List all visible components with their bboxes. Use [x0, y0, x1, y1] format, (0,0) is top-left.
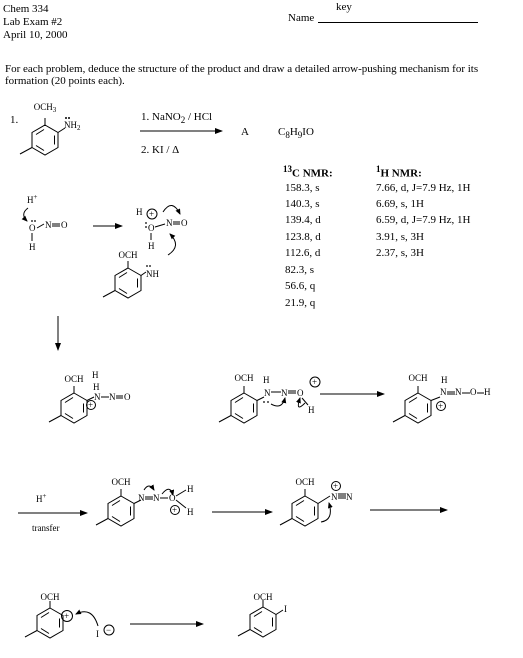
nh2-label: NH2	[64, 120, 81, 132]
diazenol-structure	[392, 385, 441, 424]
svg-text:OCH: OCH	[118, 250, 138, 260]
h1-peak: 7.66, d, J=7.9 Hz, 1H	[376, 182, 471, 194]
svg-text:H: H	[187, 507, 194, 517]
svg-text:N: N	[153, 493, 160, 503]
protonated-diazene-structure	[95, 488, 142, 527]
svg-text:OCH: OCH	[64, 374, 84, 384]
curved-electron-arrow	[162, 205, 181, 215]
reagent-step-1: 1. NaNO2 / HCl	[141, 111, 213, 126]
svg-text:−: −	[106, 625, 111, 635]
course-title: Chem 334	[3, 3, 49, 15]
svg-text:+: +	[64, 611, 69, 621]
svg-text:N: N	[440, 387, 447, 397]
c13-peak: 140.3, s	[285, 198, 320, 210]
curved-electron-arrow	[75, 609, 99, 627]
c13-peak: 158.3, s	[285, 182, 320, 194]
starting-aniline-structure	[19, 117, 66, 156]
nitrosamine-structure-1	[218, 385, 265, 424]
proton-label: H+	[27, 193, 38, 205]
h1-peak: 6.69, s, 1H	[376, 198, 424, 210]
iodoanisole-product-structure	[237, 599, 284, 638]
hono-o: O	[29, 223, 36, 233]
svg-text:N: N	[455, 387, 462, 397]
c13-peak: 21.9, q	[285, 297, 316, 309]
svg-text:O: O	[470, 387, 477, 397]
diazonium-structure	[279, 488, 331, 527]
hono-n: N	[45, 220, 52, 230]
molecular-formula: C8H9IO	[278, 126, 314, 141]
c13-peak: 56.6, q	[285, 280, 316, 292]
iodide-label: I	[96, 629, 99, 639]
svg-text:N: N	[346, 492, 353, 502]
problem-number: 1.	[10, 114, 19, 126]
c13-peak: 82.3, s	[285, 264, 315, 276]
aryl-cation-structure	[24, 600, 64, 639]
svg-text:H: H	[187, 484, 194, 494]
curved-electron-arrow	[167, 233, 176, 256]
svg-text:H: H	[92, 370, 99, 380]
svg-text:OCH: OCH	[111, 477, 131, 487]
svg-text:O: O	[124, 392, 131, 402]
svg-text:H: H	[441, 375, 448, 385]
svg-text:+: +	[438, 401, 443, 411]
svg-text:N: N	[331, 492, 338, 502]
svg-text:O: O	[181, 218, 188, 228]
h-label: H	[136, 207, 143, 217]
key-label: key	[336, 1, 352, 13]
proton-transfer-label: H+	[36, 492, 47, 504]
svg-text:OCH: OCH	[40, 592, 60, 602]
svg-text:H: H	[148, 241, 155, 251]
c13-peak: 112.6, d	[285, 247, 321, 259]
instructions-text: For each problem, deduce the structure o…	[5, 63, 479, 87]
h1-peak: 6.59, d, J=7.9 Hz, 1H	[376, 214, 471, 226]
positive-charge-circle	[61, 610, 73, 622]
hono-h: H	[29, 242, 36, 252]
svg-text:O: O	[169, 493, 176, 503]
h1-nmr-title: 1H NMR:	[376, 164, 422, 180]
reagent-step-2: 2. KI / Δ	[141, 144, 180, 156]
svg-text:N: N	[138, 493, 145, 503]
svg-text:N: N	[109, 392, 116, 402]
svg-text:N: N	[94, 392, 101, 402]
transfer-label: transfer	[32, 523, 59, 533]
h1-peak: 3.91, s, 3H	[376, 231, 424, 243]
svg-text:+: +	[312, 377, 317, 387]
h1-peak: 2.37, s, 3H	[376, 247, 424, 259]
svg-text:NH: NH	[146, 269, 159, 279]
iodo-label: I	[284, 604, 287, 614]
hono-o2: O	[61, 220, 68, 230]
svg-text:OCH: OCH	[408, 373, 428, 383]
exam-title: Lab Exam #2	[3, 16, 63, 28]
svg-text:N: N	[166, 218, 173, 228]
svg-text:+: +	[333, 481, 338, 491]
svg-text:N: N	[264, 388, 271, 398]
curved-electron-arrow	[21, 207, 29, 222]
c13-peak: 139.4, d	[285, 214, 321, 226]
svg-text:H: H	[484, 387, 491, 397]
aniline-nucleophile-structure	[102, 260, 147, 299]
exam-date: April 10, 2000	[3, 29, 68, 41]
svg-text:+: +	[172, 505, 177, 515]
svg-text:H: H	[308, 405, 315, 415]
svg-text:OCH: OCH	[234, 373, 254, 383]
product-label: A	[241, 126, 249, 138]
och3-label: OCH3	[34, 102, 57, 114]
svg-text:H: H	[93, 382, 100, 392]
svg-text:+: +	[88, 400, 93, 410]
svg-text:+: +	[149, 209, 154, 219]
svg-text:H: H	[263, 375, 270, 385]
c13-nmr-title: 13C NMR:	[283, 164, 333, 180]
protonated-o: O	[148, 223, 155, 233]
svg-text:OCH: OCH	[295, 477, 315, 487]
svg-text:OCH: OCH	[253, 592, 273, 602]
svg-text:O: O	[297, 388, 304, 398]
name-label: Name	[288, 12, 315, 24]
nitrosoammonium-structure	[48, 385, 95, 424]
name-field-line[interactable]	[318, 22, 478, 23]
c13-peak: 123.8, d	[285, 231, 321, 243]
svg-text:N: N	[281, 388, 288, 398]
